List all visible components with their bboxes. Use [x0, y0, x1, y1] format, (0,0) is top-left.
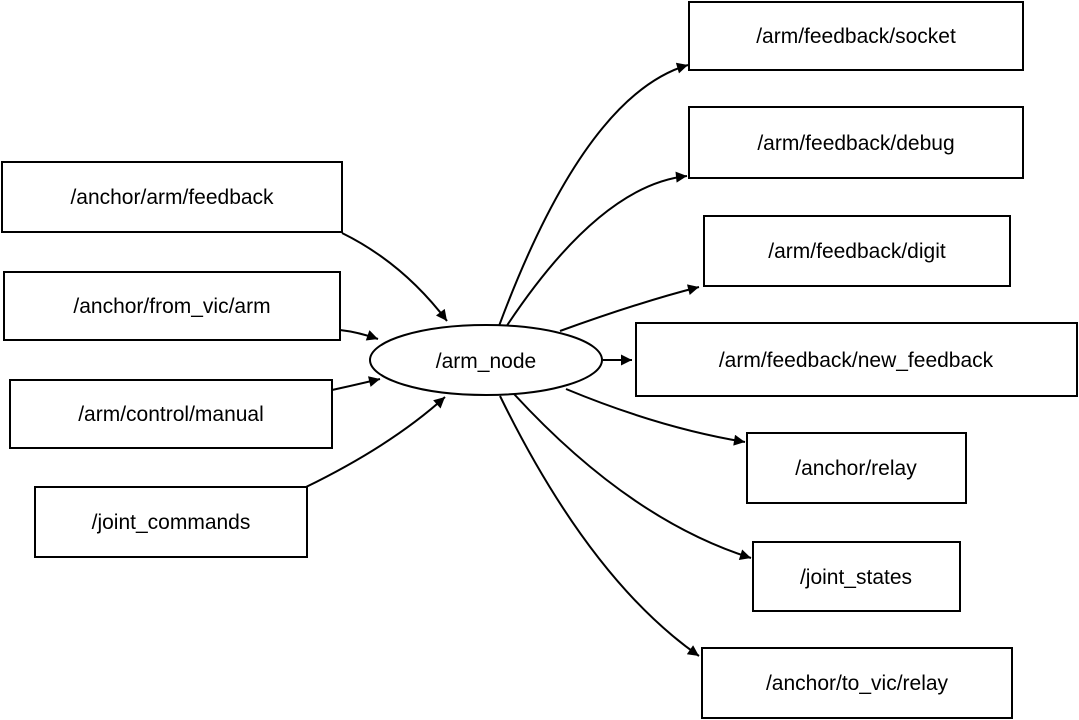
topic-node-arm-feedback-socket: /arm/feedback/socket [688, 1, 1024, 71]
edge-arm-node-to-arm-feedback-digit [559, 284, 700, 332]
topic-box [1, 161, 343, 233]
topic-node-arm-control-manual: /arm/control/manual [9, 379, 333, 449]
topic-label: /joint_states [800, 566, 912, 589]
topic-box [752, 541, 961, 612]
edge-arm-node-to-arm-feedback-socket [498, 62, 689, 327]
topic-label: /arm/control/manual [78, 403, 264, 426]
topic-label: /arm/feedback/debug [757, 132, 954, 155]
topic-node-anchor-to-vic-relay: /anchor/to_vic/relay [701, 647, 1013, 719]
topic-box [746, 432, 967, 504]
topic-label: /anchor/arm/feedback [70, 186, 274, 209]
topic-node-joint-commands: /joint_commands [34, 486, 308, 558]
topic-label: /joint_commands [92, 511, 251, 534]
node-arm-node: /arm_node [369, 324, 603, 396]
topic-node-anchor-relay: /anchor/relay [746, 432, 967, 504]
topic-box [688, 1, 1024, 71]
edge-arm-node-to-anchor-to-vic-relay [499, 395, 700, 657]
topic-label: /arm/feedback/socket [756, 25, 956, 48]
topic-label: /arm/feedback/new_feedback [719, 349, 994, 372]
edge-anchor-arm-feedback-to-arm-node [341, 232, 448, 322]
topic-node-joint-states: /joint_states [752, 541, 961, 612]
topic-label: /anchor/from_vic/arm [73, 295, 270, 318]
topic-box [688, 106, 1024, 179]
edge-arm-node-to-joint-states [513, 393, 752, 560]
arm-node-label: /arm_node [436, 350, 536, 373]
topic-node-arm-feedback-digit: /arm/feedback/digit [703, 215, 1011, 287]
arm-node-ellipse [369, 324, 603, 396]
edge-arm-control-manual-to-arm-node [331, 376, 381, 391]
topic-label: /anchor/to_vic/relay [766, 672, 949, 695]
topic-box [701, 647, 1013, 719]
topic-box [703, 215, 1011, 287]
edge-arm-node-to-anchor-relay [565, 388, 746, 446]
topic-node-arm-feedback-new-feedback: /arm/feedback/new_feedback [635, 322, 1078, 397]
topic-node-anchor-arm-feedback: /anchor/arm/feedback [1, 161, 343, 233]
topic-box [9, 379, 333, 449]
edge-arm-node-to-arm-feedback-debug [505, 171, 688, 328]
topic-label: /anchor/relay [795, 457, 917, 480]
topic-node-arm-feedback-debug: /arm/feedback/debug [688, 106, 1024, 179]
topic-box [635, 322, 1078, 397]
edge-joint-commands-to-arm-node [305, 396, 446, 488]
edge-anchor-from-vic-arm-to-arm-node [339, 329, 379, 341]
topic-node-anchor-from-vic-arm: /anchor/from_vic/arm [3, 271, 341, 341]
topic-box [3, 271, 341, 341]
topic-box [34, 486, 308, 558]
topic-label: /arm/feedback/digit [768, 240, 946, 263]
